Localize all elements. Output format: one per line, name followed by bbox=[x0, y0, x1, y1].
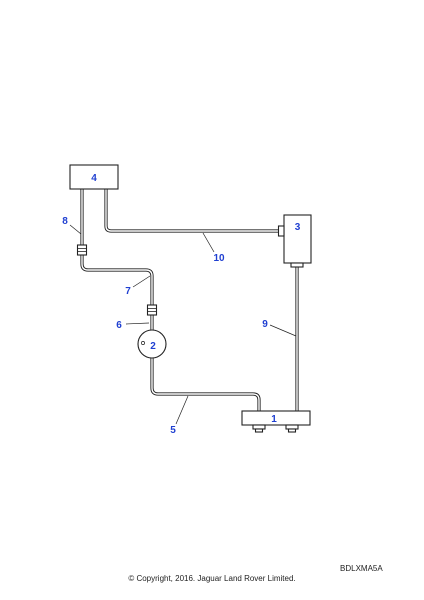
leader-6 bbox=[125, 322, 150, 325]
connector-lower bbox=[146, 304, 158, 316]
reference-code: BDLXMA5A bbox=[340, 564, 383, 573]
callout-2: 2 bbox=[150, 341, 156, 352]
leader-7 bbox=[132, 275, 151, 288]
copyright-notice: © Copyright, 2016. Jaguar Land Rover Lim… bbox=[128, 574, 296, 583]
leader-9 bbox=[269, 324, 297, 337]
callout-8: 8 bbox=[62, 216, 68, 227]
connector-upper bbox=[76, 244, 88, 256]
callout-1: 1 bbox=[271, 414, 277, 425]
leader-5 bbox=[175, 395, 189, 425]
pipe-8-7-6 bbox=[80, 189, 154, 330]
callout-6: 6 bbox=[116, 320, 122, 331]
callout-9: 9 bbox=[262, 319, 268, 330]
component-2 bbox=[137, 329, 167, 359]
callout-4: 4 bbox=[91, 173, 97, 184]
pipe-5 bbox=[150, 358, 261, 411]
component-4 bbox=[69, 164, 119, 190]
pipe-10 bbox=[104, 189, 279, 233]
component-3 bbox=[277, 214, 312, 268]
callout-7: 7 bbox=[125, 286, 131, 297]
component-1 bbox=[241, 410, 311, 433]
leader-10 bbox=[202, 232, 215, 253]
callout-10: 10 bbox=[213, 253, 225, 264]
leader-8 bbox=[69, 224, 82, 235]
callout-5: 5 bbox=[170, 425, 176, 436]
callout-3: 3 bbox=[295, 222, 301, 233]
leader-lines bbox=[69, 224, 297, 425]
